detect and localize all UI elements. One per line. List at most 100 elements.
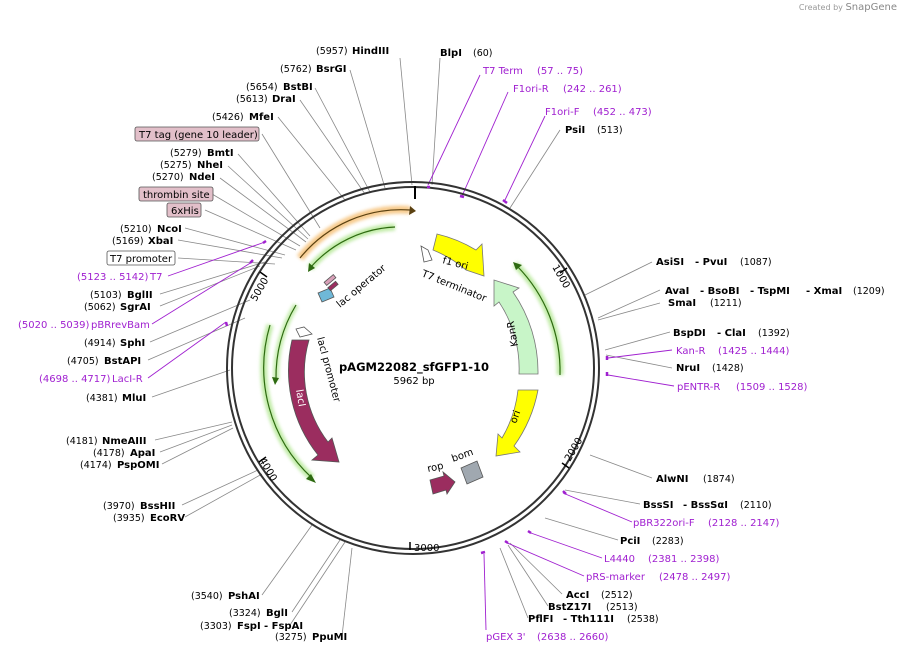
tick-label-3000: 3000 [414, 543, 439, 554]
enzyme-avai: AvaI [665, 286, 689, 297]
enzyme-pos-mfei: (5426) [212, 112, 244, 123]
creator-prefix: Created by [798, 3, 843, 12]
box-thrombin [138, 186, 214, 202]
feature-thrombin-site: thrombin site [143, 190, 210, 201]
tick-label-2000: 2000 [563, 436, 585, 464]
enzyme-hindiii: HindIII [352, 46, 389, 57]
primer-range-f1ori-f: (452 .. 473) [593, 107, 652, 118]
enzyme-clai: - ClaI [717, 328, 746, 339]
t7-terminator-marker [420, 245, 433, 263]
enzyme-pos-smai: (1211) [710, 298, 742, 309]
orf-arrowhead-green-inner [272, 377, 279, 385]
lac-operator-label: lac operator [335, 262, 389, 310]
enzyme-pos-hindiii: (5957) [316, 46, 348, 57]
small-site-markers [323, 274, 339, 292]
primer-marks [224, 185, 609, 555]
enzyme-asisi: AsiSI [656, 257, 684, 268]
enzyme-pos-pvui: (1087) [740, 257, 772, 268]
orf-arrowhead-green-top [308, 263, 315, 272]
laci-label: lacI [293, 389, 307, 408]
primer-prs-marker: pRS-marker [586, 572, 646, 583]
enzyme-sgrai: SgrAI [120, 302, 151, 313]
feature-t7-promoter: T7 promoter [109, 254, 173, 265]
enzyme-pos-sphi: (4914) [84, 338, 116, 349]
enzyme-pflfi: PflFI [528, 614, 553, 625]
enzyme-bmti: BmtI [207, 148, 234, 159]
kanr-feature [493, 279, 539, 375]
primer-range-t7term: (57 .. 75) [537, 66, 583, 77]
primer-leader-lines [147, 74, 675, 631]
rop-label: rop [426, 461, 444, 475]
enzyme-ndei: NdeI [189, 172, 215, 183]
enzyme-nhei: NheI [197, 160, 223, 171]
primer-range-t7: (5123 .. 5142) [77, 272, 149, 283]
enzyme-pos-apai: (4178) [93, 448, 125, 459]
primer-range-pgex3: (2638 .. 2660) [537, 632, 609, 643]
primer-f1ori-f: F1ori-F [545, 107, 580, 118]
enzyme-pos-acci: (2512) [601, 590, 633, 601]
feature-t7-tag: T7 tag (gene 10 leader) [138, 130, 258, 141]
enzyme-pos-bmti: (5279) [170, 148, 202, 159]
enzyme-fspi: FspI [237, 621, 261, 632]
enzyme-bsrgi: BsrGI [316, 64, 346, 75]
enzyme-bstapi: BstAPI [104, 356, 141, 367]
left-enzyme-labels: (5957) HindIII (5762) BsrGI (5654) BstBI… [66, 46, 389, 643]
enzyme-pos-psii: (513) [597, 125, 623, 136]
enzyme-blpi: BlpI [440, 48, 462, 59]
ori-feature [495, 389, 539, 457]
tick-label-5000: 5000 [249, 276, 271, 304]
bom-label: bom [450, 447, 475, 465]
enzyme-bstz17i: BstZ17I [548, 602, 591, 613]
snapgene-logo: SnapGene [845, 2, 897, 13]
enzyme-pos-ncoi: (5210) [120, 224, 152, 235]
enzyme-tth111i: - Tth111I [563, 614, 614, 625]
orf-arrowhead-orange [409, 206, 416, 215]
primer-range-pentr-r: (1509 .. 1528) [736, 382, 808, 393]
plasmid-name: pAGM22082_sfGFP1-10 [339, 360, 489, 375]
f1-ori-feature [432, 233, 485, 277]
enzyme-ppumi: PpuMI [312, 632, 347, 643]
laci-promoter-marker [295, 326, 313, 338]
enzyme-bsobi: - BsoBI [700, 286, 739, 297]
orf-arrow-green-left [263, 324, 313, 479]
boxed-feature-labels: T7 tag (gene 10 leader) thrombin site 6x… [106, 126, 260, 266]
primer-kan-r: Kan-R [676, 346, 705, 357]
enzyme-pos-tth111i: (2538) [627, 614, 659, 625]
primer-pgex3: pGEX 3' [486, 632, 526, 643]
enzyme-pos-ecorv: (3935) [113, 513, 145, 524]
primer-pbrrevbam: pBRrevBam [91, 320, 150, 331]
enzyme-pcii: PciI [620, 536, 640, 547]
enzyme-ecorv: EcoRV [150, 513, 185, 524]
enzyme-pos-blpi: (60) [473, 48, 493, 59]
primer-f1ori-r: F1ori-R [513, 84, 549, 95]
orf-arrowhead-green-right [513, 262, 522, 270]
orf-arrow-green-right [516, 265, 561, 376]
primer-range-l4440: (2381 .. 2398) [648, 554, 720, 565]
enzyme-mfei: MfeI [249, 112, 274, 123]
enzyme-pos-ndei: (5270) [152, 172, 184, 183]
creator-credit: Created by SnapGene [799, 2, 897, 13]
enzyme-pos-pcii: (2283) [652, 536, 684, 547]
box-6xhis [166, 202, 202, 218]
plasmid-backbone [226, 181, 600, 555]
orf-arrowhead-green-left [306, 474, 316, 483]
enzyme-pos-bstz17i: (2513) [606, 602, 638, 613]
enzyme-pos-nhei: (5275) [160, 160, 192, 171]
enzyme-bgli: BglI [266, 608, 288, 619]
laci-feature [288, 339, 340, 463]
primer-range-f1ori-r: (242 .. 261) [563, 84, 622, 95]
primer-t7: T7 [149, 272, 162, 283]
primer-l4440: L4440 [604, 554, 635, 565]
primer-t7term: T7 Term [482, 66, 523, 77]
enzyme-pshai: PshAI [228, 591, 260, 602]
box-t7-tag [134, 126, 260, 142]
primer-pentr-r: pENTR-R [677, 382, 720, 393]
enzyme-pos-busshii: (3970) [103, 501, 135, 512]
enzyme-ncoi: NcoI [157, 224, 182, 235]
enzyme-pspomi: PspOMI [117, 460, 159, 471]
enzyme-pos-bsrgi: (5762) [280, 64, 312, 75]
enzyme-pos-nmeaiii: (4181) [66, 436, 98, 447]
enzyme-bsssai: - BssSαI [683, 500, 728, 511]
primer-range-pbrrevbam: (5020 .. 5039) [18, 320, 90, 331]
